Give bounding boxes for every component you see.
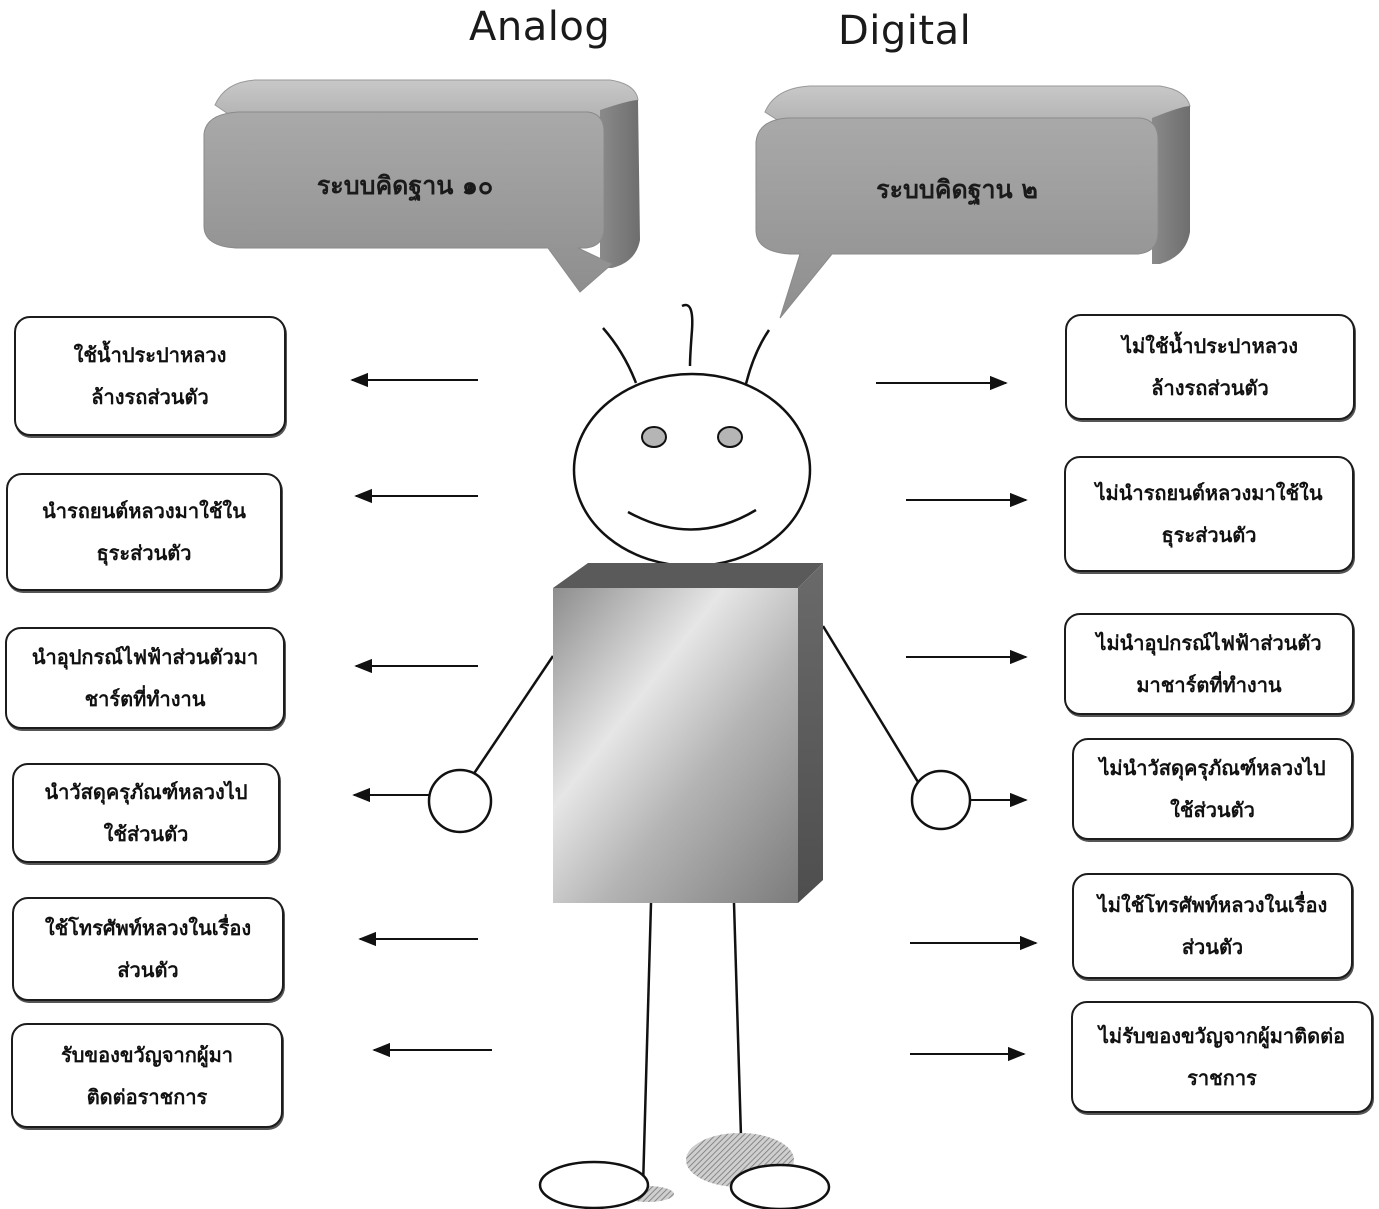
heading-analog: Analog xyxy=(469,4,611,50)
digital-box-2-line2: ธุระส่วนตัว xyxy=(1161,523,1257,547)
analog-box-2-line2: ธุระส่วนตัว xyxy=(96,541,192,565)
analog-box-4: นำวัสดุครุภัณฑ์หลวงไปใช้ส่วนตัว xyxy=(12,763,280,863)
digital-box-3: ไม่นำอุปกรณ์ไฟฟ้าส่วนตัวมาชาร์ตที่ทำงาน xyxy=(1064,613,1354,715)
digital-box-1: ไม่ใช้น้ำประปาหลวงล้างรถส่วนตัว xyxy=(1065,314,1355,420)
digital-box-4-line2: ใช้ส่วนตัว xyxy=(1170,798,1255,822)
digital-box-2: ไม่นำรถยนต์หลวงมาใช้ในธุระส่วนตัว xyxy=(1064,456,1354,572)
analog-box-6-line1: รับของขวัญจากผู้มา xyxy=(60,1042,234,1067)
analog-box-6: รับของขวัญจากผู้มาติดต่อราชการ xyxy=(11,1023,283,1128)
digital-box-6-line2: ราชการ xyxy=(1187,1066,1257,1090)
digital-box-4-line1: ไม่นำวัสดุครุภัณฑ์หลวงไป xyxy=(1099,756,1326,780)
digital-box-1-line1: ไม่ใช้น้ำประปาหลวง xyxy=(1121,334,1299,358)
analog-box-6-line2: ติดต่อราชการ xyxy=(86,1084,208,1109)
digital-box-6: ไม่รับของขวัญจากผู้มาติดต่อราชการ xyxy=(1071,1001,1373,1113)
analog-box-1-line1: ใช้น้ำประปาหลวง xyxy=(73,343,227,367)
digital-box-5-line2: ส่วนตัว xyxy=(1181,935,1244,959)
digital-box-4: ไม่นำวัสดุครุภัณฑ์หลวงไปใช้ส่วนตัว xyxy=(1072,738,1353,840)
heading-digital: Digital xyxy=(838,8,972,54)
analog-box-2-line1: นำรถยนต์หลวงมาใช้ใน xyxy=(42,499,246,523)
bubble-text-right: ระบบคิดฐาน ๒ xyxy=(876,175,1038,204)
bubble-text-left: ระบบคิดฐาน ๑๐ xyxy=(316,171,494,200)
digital-arrows xyxy=(876,375,1038,1062)
digital-box-6-line1: ไม่รับของขวัญจากผู้มาติดต่อ xyxy=(1098,1024,1346,1048)
analog-box-4-line1: นำวัสดุครุภัณฑ์หลวงไป xyxy=(44,780,248,804)
speech-bubble-left xyxy=(203,79,640,293)
analog-box-2: นำรถยนต์หลวงมาใช้ในธุระส่วนตัว xyxy=(6,473,282,591)
analog-box-1-line2: ล้างรถส่วนตัว xyxy=(91,385,209,409)
analog-box-4-line2: ใช้ส่วนตัว xyxy=(103,822,189,846)
digital-box-1-line2: ล้างรถส่วนตัว xyxy=(1151,376,1269,400)
digital-box-5: ไม่ใช้โทรศัพท์หลวงในเรื่องส่วนตัว xyxy=(1072,873,1353,979)
stick-figure xyxy=(427,303,972,1209)
digital-box-2-line1: ไม่นำรถยนต์หลวงมาใช้ใน xyxy=(1095,481,1323,505)
speech-bubble-right xyxy=(755,85,1191,319)
analog-box-5-line1: ใช้โทรศัพท์หลวงในเรื่อง xyxy=(44,916,252,940)
analog-box-3: นำอุปกรณ์ไฟฟ้าส่วนตัวมาชาร์ตที่ทำงาน xyxy=(5,627,285,729)
digital-box-3-line2: มาชาร์ตที่ทำงาน xyxy=(1136,673,1282,697)
analog-box-1: ใช้น้ำประปาหลวงล้างรถส่วนตัว xyxy=(14,316,286,436)
analog-box-3-line2: ชาร์ตที่ทำงาน xyxy=(84,687,206,711)
analog-box-3-line1: นำอุปกรณ์ไฟฟ้าส่วนตัวมา xyxy=(31,645,259,669)
analog-box-5-line2: ส่วนตัว xyxy=(117,958,179,982)
analog-box-5: ใช้โทรศัพท์หลวงในเรื่องส่วนตัว xyxy=(12,897,284,1001)
digital-box-3-line1: ไม่นำอุปกรณ์ไฟฟ้าส่วนตัว xyxy=(1096,631,1322,655)
analog-arrows xyxy=(350,372,492,1058)
digital-box-5-line1: ไม่ใช้โทรศัพท์หลวงในเรื่อง xyxy=(1097,893,1328,917)
